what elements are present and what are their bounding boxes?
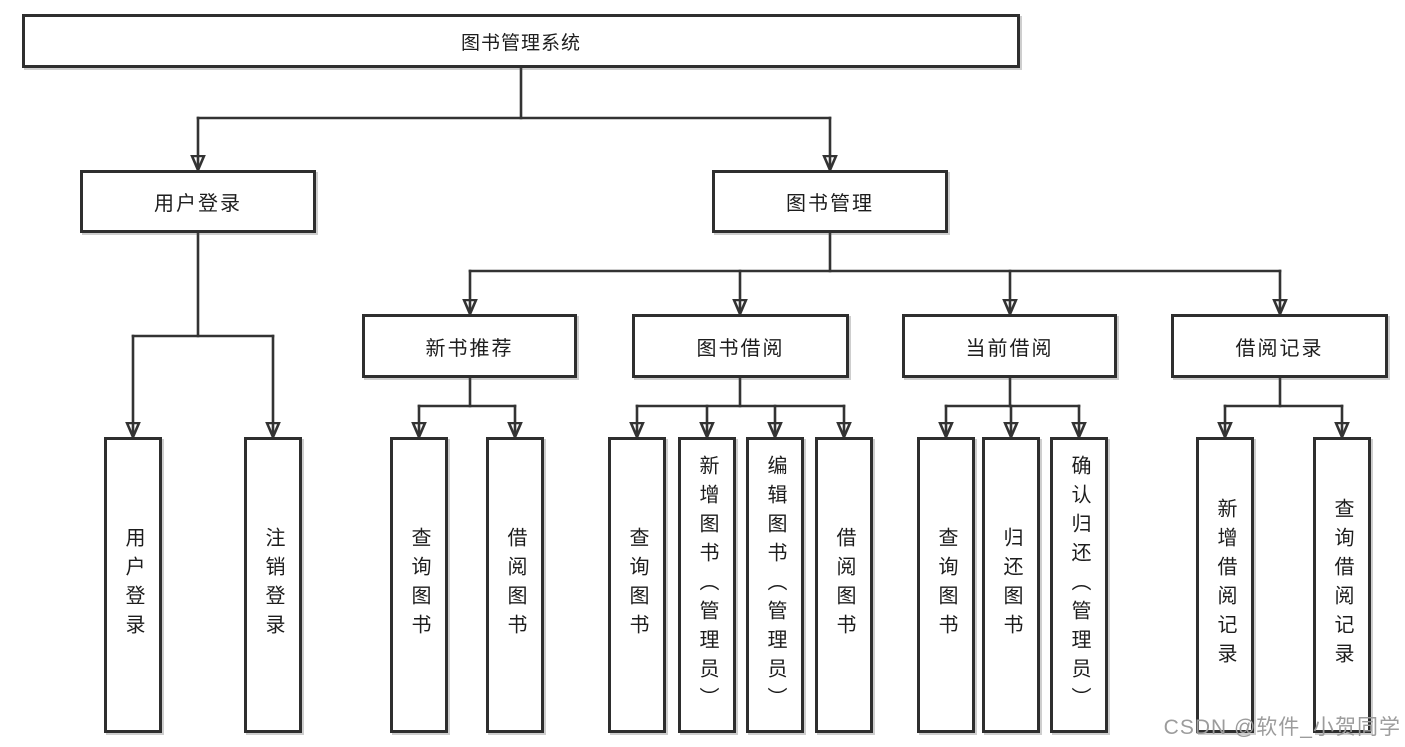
leaf-borrow-books-2: 借阅图书 — [815, 437, 873, 733]
node-book-management-label: 图书管理 — [786, 193, 874, 215]
leaf-edit-books-admin: 编辑图书（管理员） — [746, 437, 804, 733]
leaf-add-books-admin-label: 新增图书（管理员） — [696, 454, 718, 716]
leaf-query-books-1: 查询图书 — [390, 437, 448, 733]
leaf-user-login-label: 用户登录 — [122, 527, 144, 643]
node-book-borrowing-label: 图书借阅 — [696, 337, 785, 360]
node-user-login: 用户登录 — [80, 170, 316, 233]
node-current-borrowing: 当前借阅 — [902, 314, 1117, 378]
leaf-return-books: 归还图书 — [982, 437, 1040, 733]
node-borrowing-records: 借阅记录 — [1171, 314, 1388, 378]
leaf-query-books-3: 查询图书 — [917, 437, 975, 733]
leaf-query-borrow-record: 查询借阅记录 — [1313, 437, 1371, 733]
leaf-borrow-books-1-label: 借阅图书 — [504, 527, 526, 643]
leaf-borrow-books-2-label: 借阅图书 — [833, 527, 855, 643]
leaf-logout-label: 注销登录 — [262, 527, 284, 643]
leaf-query-books-1-label: 查询图书 — [408, 527, 430, 643]
leaf-add-borrow-record-label: 新增借阅记录 — [1214, 498, 1236, 672]
node-book-borrowing: 图书借阅 — [632, 314, 849, 378]
node-current-borrowing-label: 当前借阅 — [965, 337, 1054, 360]
node-new-book-recommend-label: 新书推荐 — [425, 337, 514, 360]
node-borrowing-records-label: 借阅记录 — [1235, 337, 1324, 360]
leaf-query-books-2: 查询图书 — [608, 437, 666, 733]
node-new-book-recommend: 新书推荐 — [362, 314, 577, 378]
leaf-confirm-return-admin-label: 确认归还（管理员） — [1068, 454, 1090, 716]
node-root-label: 图书管理系统 — [460, 32, 581, 54]
leaf-borrow-books-1: 借阅图书 — [486, 437, 544, 733]
leaf-logout: 注销登录 — [244, 437, 302, 733]
leaf-query-borrow-record-label: 查询借阅记录 — [1331, 498, 1353, 672]
leaf-query-books-2-label: 查询图书 — [626, 527, 648, 643]
leaf-edit-books-admin-label: 编辑图书（管理员） — [764, 454, 786, 716]
leaf-user-login: 用户登录 — [104, 437, 162, 733]
leaf-query-books-3-label: 查询图书 — [935, 527, 957, 643]
leaf-add-borrow-record: 新增借阅记录 — [1196, 437, 1254, 733]
leaf-return-books-label: 归还图书 — [1000, 527, 1022, 643]
leaf-add-books-admin: 新增图书（管理员） — [678, 437, 736, 733]
csdn-watermark: CSDN @软件_小贺同学 — [1163, 716, 1401, 739]
node-user-login-label: 用户登录 — [154, 193, 242, 215]
leaf-confirm-return-admin: 确认归还（管理员） — [1050, 437, 1108, 733]
node-root-library-management-system: 图书管理系统 — [22, 14, 1020, 68]
node-book-management: 图书管理 — [712, 170, 948, 233]
